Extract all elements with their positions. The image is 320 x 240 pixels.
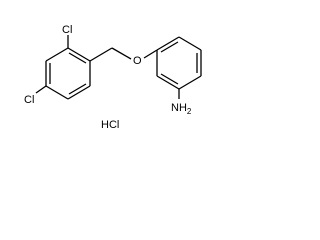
- amine-subscript: 2: [187, 107, 192, 116]
- atom-label-cl-left: Cl: [24, 94, 34, 106]
- bond-to-cl-left: [35, 85, 47, 94]
- bond: [67, 47, 91, 62]
- atom-label-cl-top: Cl: [62, 24, 72, 36]
- bond-o-ring: [143, 49, 158, 59]
- bond: [156, 36, 180, 51]
- atom-label-amine: NH2: [171, 102, 192, 116]
- chemical-structure: Cl Cl O NH2 HCl: [24, 24, 202, 131]
- bond-ch2: [89, 47, 113, 62]
- bond: [178, 36, 202, 51]
- double-bond-inner: [160, 73, 179, 85]
- double-bond-inner: [68, 52, 87, 64]
- bond: [45, 47, 69, 62]
- atom-label-oxygen: O: [133, 55, 142, 67]
- double-bond-inner: [68, 83, 87, 95]
- salt-label: HCl: [101, 119, 119, 131]
- bond: [156, 75, 180, 90]
- bond: [67, 85, 91, 100]
- amine-nh: NH: [171, 102, 187, 114]
- bond: [45, 85, 69, 100]
- aniline-ring: [156, 36, 202, 90]
- bond: [178, 75, 202, 90]
- double-bond-inner: [160, 41, 179, 53]
- dichlorophenyl-ring: [45, 47, 91, 100]
- bond-ch2-o: [111, 47, 132, 60]
